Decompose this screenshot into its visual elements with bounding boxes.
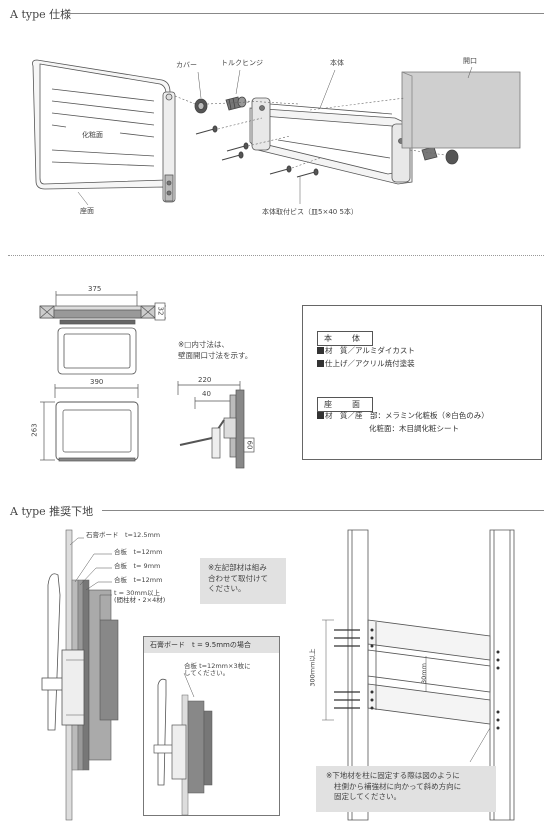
leader-lines	[77, 66, 473, 206]
plan-view	[39, 291, 166, 325]
front-view-large	[40, 384, 139, 462]
makeup-face-label: 化粧面	[82, 131, 103, 139]
section-rule	[67, 13, 544, 14]
seat-panel	[32, 59, 176, 203]
dim-60: 60	[245, 440, 254, 450]
dim-32: 32	[156, 306, 165, 316]
dim-375: 375	[88, 285, 102, 293]
inset-note: 合板 t=12mm×3枚に してください。	[184, 662, 251, 678]
gypsum-label: 石膏ボード t=12.5mm	[86, 531, 161, 539]
dim-40: 40	[202, 390, 211, 398]
dim-32-box	[154, 302, 166, 321]
section-rule-2	[102, 510, 544, 511]
side-view	[177, 381, 255, 469]
plywood-3-label: 合板 t=12mm	[114, 576, 163, 584]
plywood-1-label: 合板 t=12mm	[114, 548, 163, 556]
wall-opening	[401, 71, 521, 150]
seat-face-label: 座面	[80, 207, 94, 215]
spec-body-finish: 仕上げ／アクリル焼付塗装	[317, 357, 415, 370]
spec-body-material: 材 質／アルミダイカスト	[317, 344, 415, 357]
plywood-2-label: 合板 t= 9mm	[114, 562, 161, 570]
screws-label: 本体取付ビス（皿5×40 5本）	[262, 208, 358, 216]
spec-box: 本 体 材 質／アルミダイカスト 仕上げ／アクリル焼付塗装 座 面 材 質／座 …	[302, 305, 542, 460]
cover-and-hinge-parts	[194, 96, 459, 165]
body-frame	[249, 97, 413, 185]
height-30-label: 30mm	[419, 663, 428, 685]
base-cross-section	[41, 529, 119, 821]
dim-390: 390	[90, 378, 104, 386]
exploded-diagram	[32, 59, 521, 206]
section-title-base: A type 推奨下地	[10, 505, 94, 518]
cover-label: カバー	[176, 61, 197, 69]
body-label: 本体	[330, 59, 344, 67]
stud-label: t = 30mm以上 (間柱材・2×4材)	[114, 589, 166, 605]
spec-body-heading: 本 体	[317, 331, 373, 346]
height-300-label: 300mm以上	[308, 648, 317, 687]
guide-lines	[174, 95, 446, 169]
opening-label: 開口	[463, 57, 477, 65]
framing-diagram	[322, 529, 515, 821]
inset-title: 石膏ボード t = 9.5mmの場合	[144, 637, 279, 653]
combo-note-box: ※左記部材は組み 合わせて取付けて ください。	[200, 558, 286, 604]
spec-seat-material: 材 質／座 部：メラミン化粧板（※白色のみ）	[317, 409, 489, 422]
spec-seat-makeup: 化粧面：木目調化粧シート	[369, 424, 459, 433]
spec-seat-heading: 座 面	[317, 397, 373, 412]
dotted-separator	[8, 255, 544, 256]
front-view-small	[57, 327, 137, 375]
section-title-spec: A type 仕様	[10, 8, 72, 21]
inner-dimension-note: ※□内寸法は、 壁面開口寸法を示す。	[178, 340, 253, 360]
torque-hinge-label: トルクヒンジ	[221, 59, 263, 67]
dim-263: 263	[30, 423, 39, 437]
dim-220: 220	[198, 376, 212, 384]
inset-box: 石膏ボード t = 9.5mmの場合 合板 t=12mm×3枚に してください。	[143, 636, 280, 816]
dimension-drawings	[39, 291, 255, 469]
fixing-note-box: ※下地材を柱に固定する際は図のように 柱側から補強材に向かって斜め方向に 固定し…	[316, 766, 496, 812]
